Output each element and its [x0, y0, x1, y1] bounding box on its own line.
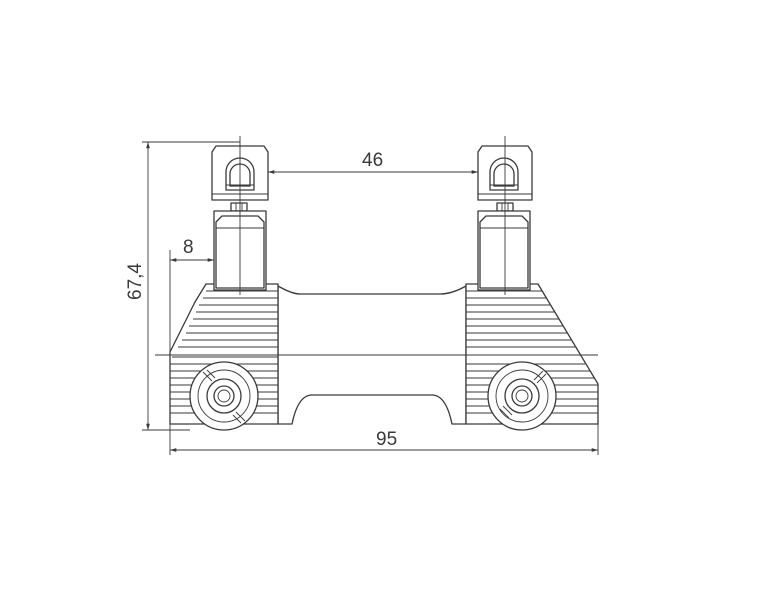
dimension-offset: 8 — [169, 237, 214, 455]
left-pin-bolt — [189, 361, 259, 431]
dimension-width-label: 95 — [376, 429, 397, 450]
dimension-top-spacing: 46 — [268, 150, 478, 174]
dimension-width: 95 — [170, 424, 599, 455]
dimension-top-spacing-label: 46 — [362, 150, 383, 171]
dimension-offset-label: 8 — [183, 237, 194, 258]
dimension-height: 67,4 — [125, 141, 240, 431]
dimension-height-label: 67,4 — [125, 263, 146, 300]
right-pin-bolt — [487, 361, 557, 431]
center-lines — [155, 136, 598, 356]
